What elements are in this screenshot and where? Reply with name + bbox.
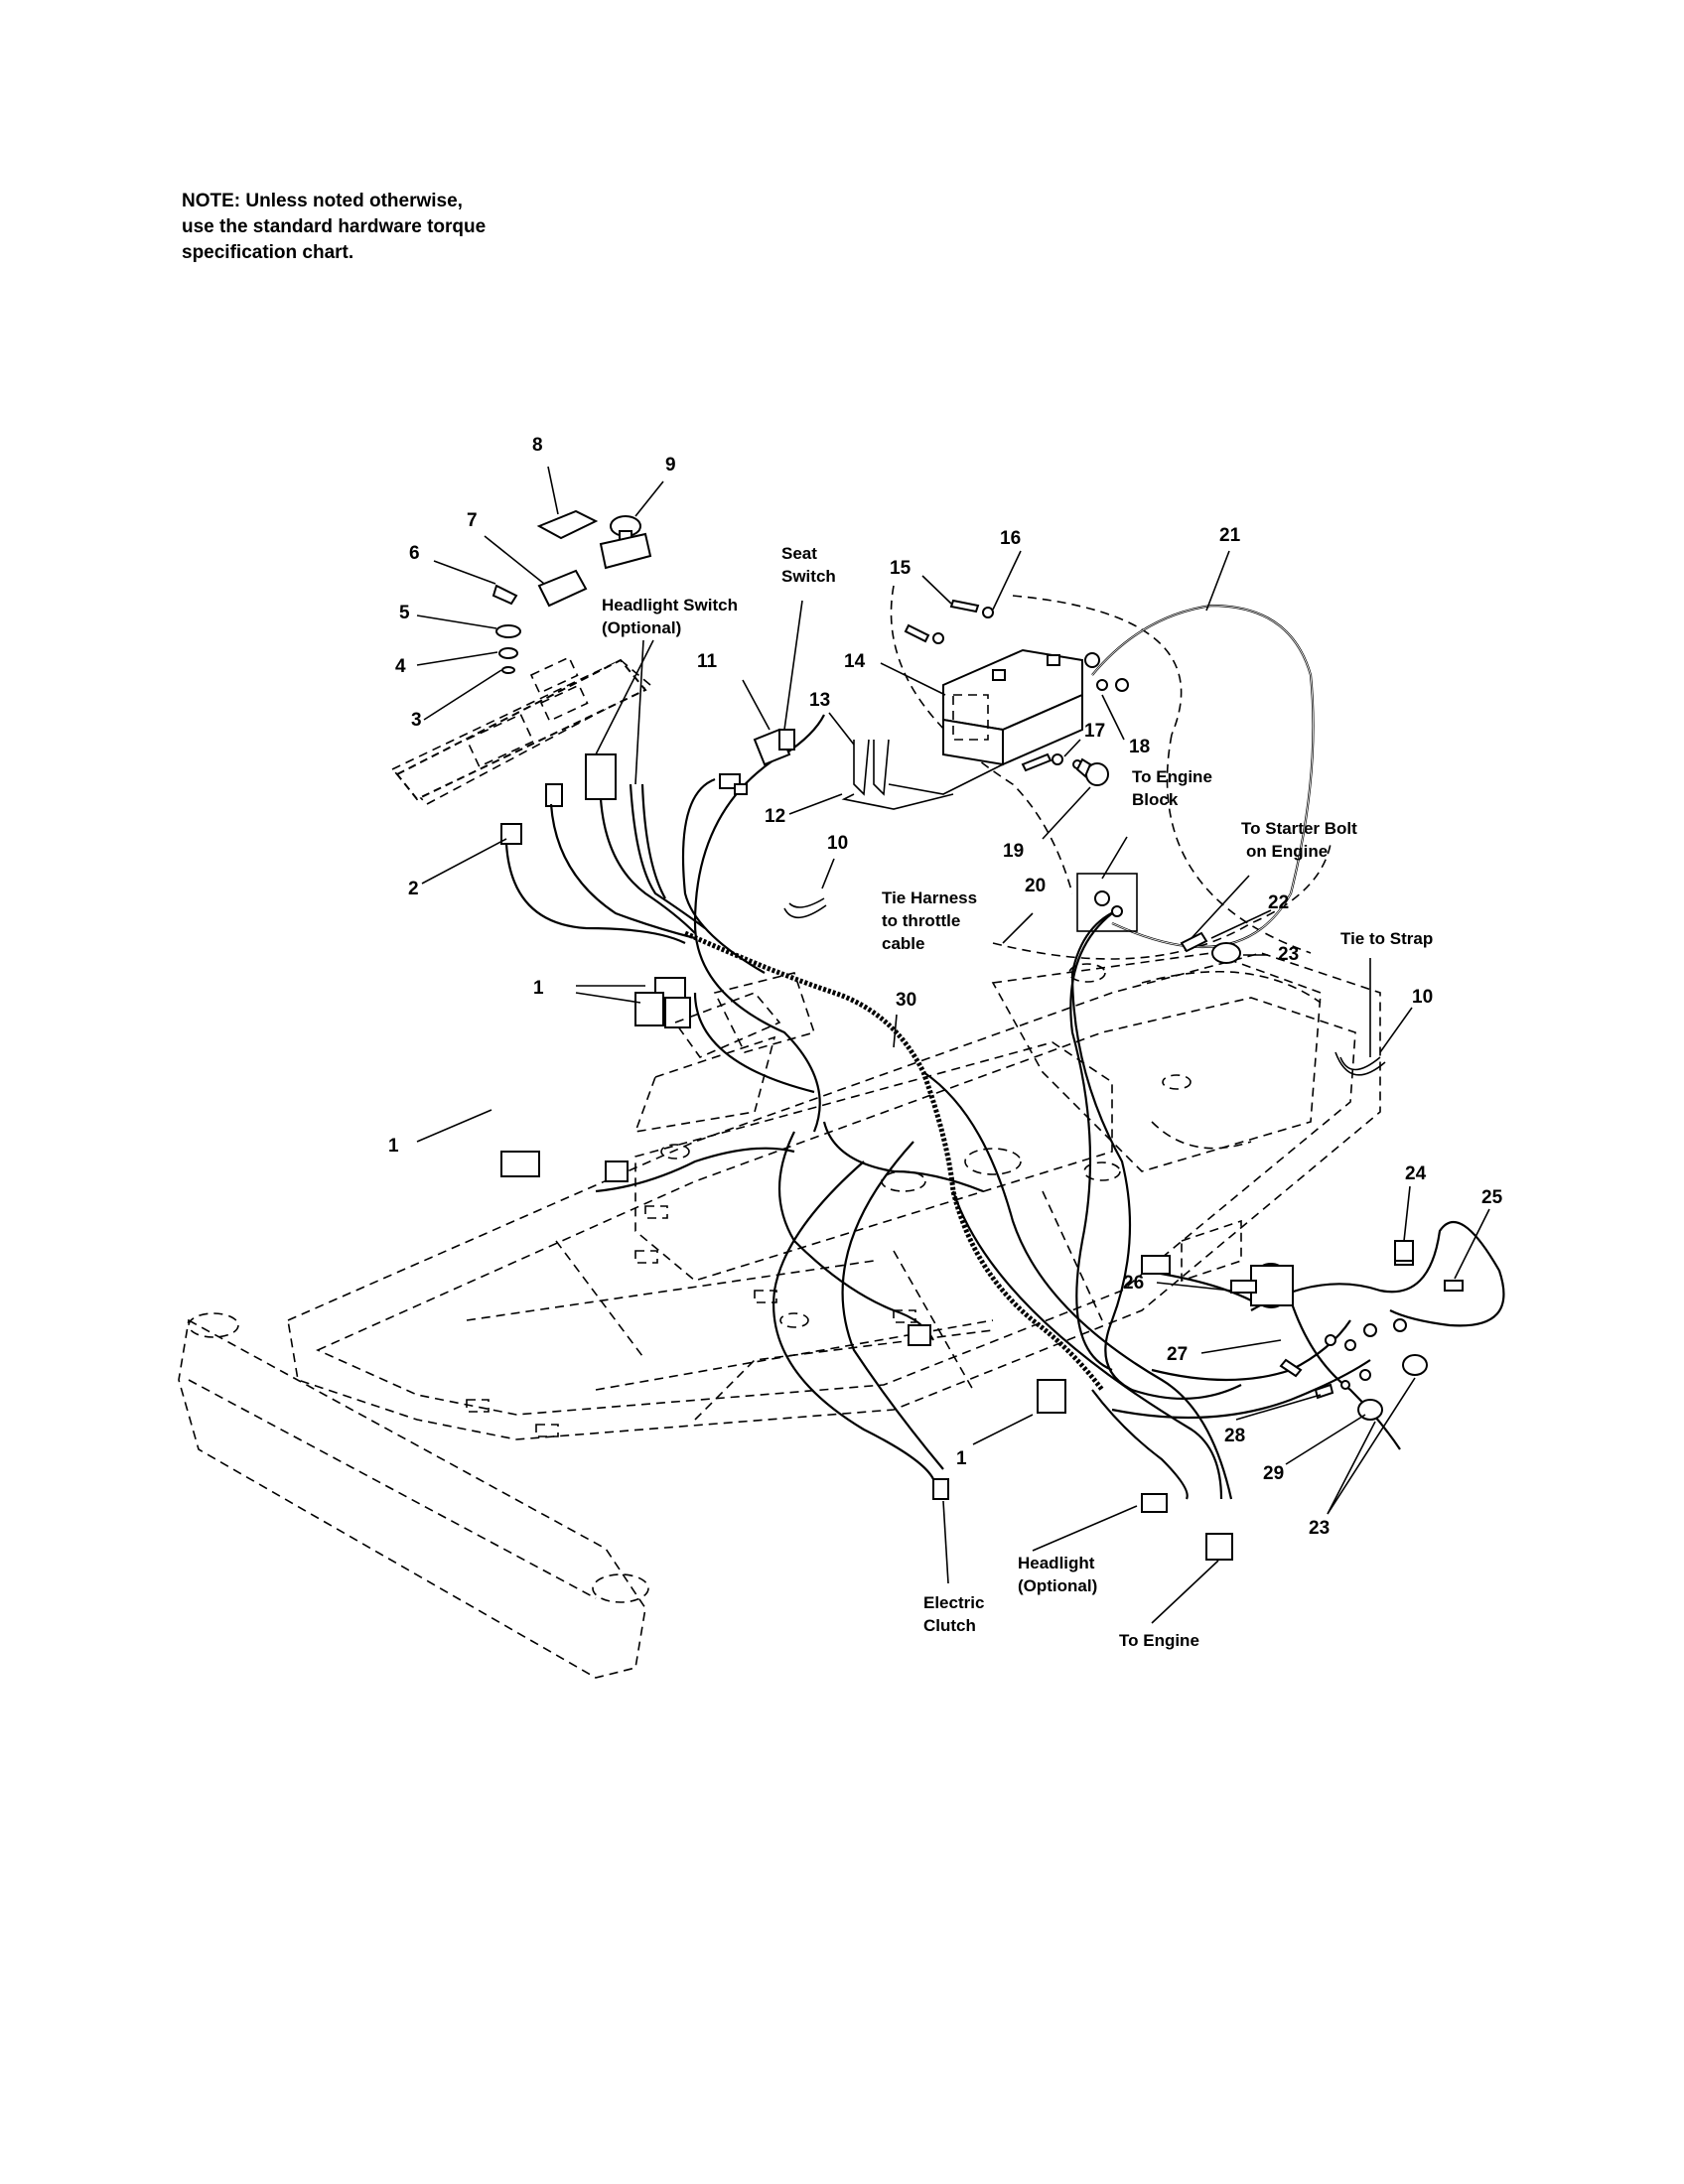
callout-22: 22 xyxy=(1268,892,1289,913)
part-24-connector xyxy=(1394,1240,1414,1262)
callout-21: 21 xyxy=(1219,525,1241,546)
callout-3: 3 xyxy=(411,710,422,731)
callout-1-a: 1 xyxy=(533,978,544,999)
callout-27: 27 xyxy=(1167,1344,1188,1365)
callout-1-b: 1 xyxy=(388,1136,399,1157)
callout-13: 13 xyxy=(809,690,830,711)
callout-14: 14 xyxy=(844,651,866,672)
callout-24: 24 xyxy=(1405,1163,1427,1184)
part-4-washer xyxy=(498,647,518,659)
callout-17: 17 xyxy=(1084,721,1105,742)
label-headlight-switch-optional: (Optional) xyxy=(602,618,681,637)
mower-deck-frame xyxy=(178,585,1381,1679)
label-starter-bolt-2: on Engine xyxy=(1246,842,1328,861)
callout-10-a: 10 xyxy=(827,833,848,854)
label-electric-clutch-1: Electric xyxy=(923,1593,984,1612)
cable-tie-strap xyxy=(1334,1051,1386,1076)
label-tie-harness-2: to throttle xyxy=(882,911,960,930)
label-seat-switch-1: Seat xyxy=(781,544,817,563)
callout-26: 26 xyxy=(1123,1273,1144,1294)
label-tie-to-strap: Tie to Strap xyxy=(1340,929,1433,948)
callout-20: 20 xyxy=(1025,876,1046,896)
label-engine-block-1: To Engine xyxy=(1132,767,1212,786)
label-electric-clutch-2: Clutch xyxy=(923,1616,976,1635)
callout-23-b: 23 xyxy=(1309,1518,1330,1539)
callout-1-c: 1 xyxy=(956,1448,967,1469)
part-25-lead-end xyxy=(1444,1280,1464,1292)
callout-12: 12 xyxy=(765,806,785,827)
wire-harness xyxy=(504,604,1505,1500)
battery xyxy=(942,648,1083,766)
cable-tie xyxy=(783,897,827,919)
callout-18: 18 xyxy=(1129,737,1150,757)
callout-25: 25 xyxy=(1481,1187,1503,1208)
control-panel-group xyxy=(390,509,652,845)
label-headlight-switch: Headlight Switch xyxy=(602,596,738,614)
part-2-ignition-switch xyxy=(500,823,522,845)
callout-30: 30 xyxy=(896,990,916,1011)
callout-19: 19 xyxy=(1003,841,1024,862)
label-tie-harness-3: cable xyxy=(882,934,924,953)
part-6-key xyxy=(491,584,518,606)
label-tie-harness-1: Tie Harness xyxy=(882,888,977,907)
callout-23-a: 23 xyxy=(1278,944,1299,965)
callout-2: 2 xyxy=(408,879,419,899)
label-to-engine: To Engine xyxy=(1119,1631,1199,1650)
battery-hold-down xyxy=(853,739,1004,796)
callout-29: 29 xyxy=(1263,1463,1284,1484)
callout-4: 4 xyxy=(395,656,406,677)
diagram-labels: Headlight Switch (Optional) Seat Switch … xyxy=(602,544,1433,1650)
part-3-washer xyxy=(501,666,515,674)
callout-numbers: 8 9 7 6 5 4 3 2 11 13 12 10 14 15 16 17 … xyxy=(388,435,1503,1539)
note-line-3: specification chart. xyxy=(182,242,354,263)
callout-9: 9 xyxy=(665,455,676,476)
note-line-2: use the standard hardware torque xyxy=(182,216,487,237)
part-8-cover xyxy=(536,509,599,540)
torque-note: NOTE: Unless noted otherwise, use the st… xyxy=(182,189,599,266)
label-headlight-1: Headlight xyxy=(1018,1554,1095,1572)
engine-block-ground-box xyxy=(1076,873,1138,932)
callout-10-b: 10 xyxy=(1412,987,1433,1008)
leader-lines xyxy=(416,466,1490,1624)
callout-16: 16 xyxy=(1000,528,1021,549)
label-seat-switch-2: Switch xyxy=(781,567,836,586)
callout-15: 15 xyxy=(890,558,912,579)
label-engine-block-2: Block xyxy=(1132,790,1179,809)
callout-8: 8 xyxy=(532,435,543,456)
callout-11: 11 xyxy=(697,651,718,672)
note-line-1: NOTE: Unless noted otherwise, xyxy=(182,191,463,211)
starter-solenoid xyxy=(1230,1250,1428,1421)
label-starter-bolt-1: To Starter Bolt xyxy=(1241,819,1357,838)
callout-28: 28 xyxy=(1224,1426,1245,1446)
part-7-bezel xyxy=(537,569,588,608)
part-9-pto-switch xyxy=(599,515,652,570)
callout-5: 5 xyxy=(399,603,410,623)
callout-6: 6 xyxy=(409,543,420,564)
battery-hardware xyxy=(904,599,1129,786)
part-1-switches xyxy=(500,977,1233,1561)
part-5-nut xyxy=(495,624,521,638)
seat-switch xyxy=(719,728,795,795)
callout-7: 7 xyxy=(467,510,478,531)
label-headlight-2: (Optional) xyxy=(1018,1576,1097,1595)
